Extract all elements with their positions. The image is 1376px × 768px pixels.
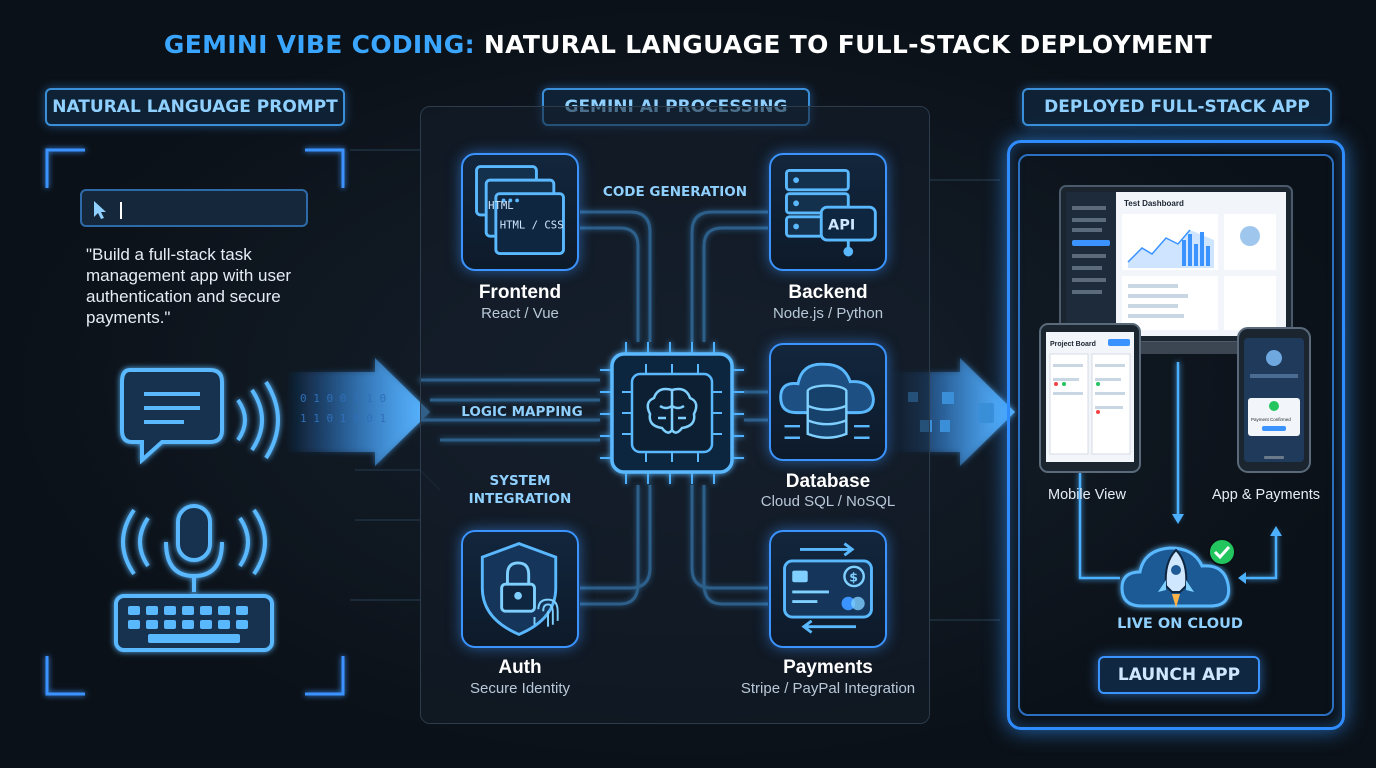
phone-mockup: Payment Confirmed (1237, 327, 1311, 473)
tablet-screen-title: Project Board (1050, 341, 1096, 348)
frontend-tech: React / Vue (481, 305, 559, 322)
page-title: GEMINI VIBE CODING: NATURAL LANGUAGE TO … (0, 30, 1376, 59)
microphone-keyboard-icon (114, 504, 274, 652)
auth-tech: Secure Identity (469, 680, 571, 697)
prompt-panel-frame (45, 148, 345, 696)
backend-label: Backend (788, 282, 868, 303)
chat-voice-icon (120, 368, 280, 465)
backend-tile[interactable]: API (769, 153, 887, 271)
ai-core-chip (600, 342, 744, 484)
phone-screen-text: Payment Confirmed (1251, 417, 1291, 422)
tablet-mockup: Project Board (1039, 323, 1141, 473)
flow-label-code-generation: CODE GENERATION (602, 184, 748, 200)
laptop-screen-title: Test Dashboard (1124, 199, 1184, 208)
flow-label-integration: INTEGRATION (468, 491, 572, 507)
frontend-tile[interactable]: HTML HTML / CSS (461, 153, 579, 271)
cloud-database-icon (779, 362, 875, 439)
auth-tile[interactable] (461, 530, 579, 648)
prompt-text: "Build a full-stack task management app … (86, 245, 292, 327)
flow-label-system: SYSTEM (489, 473, 551, 489)
app-payments-label: App & Payments (1212, 487, 1320, 503)
deployed-app-frame (1007, 140, 1345, 730)
svg-text:1 1 0 1 0 0 1: 1 1 0 1 0 0 1 (300, 412, 386, 425)
frontend-label: Frontend (478, 282, 562, 303)
section-header-deployed: DEPLOYED FULL-STACK APP (1022, 88, 1332, 126)
section-header-prompt: NATURAL LANGUAGE PROMPT (45, 88, 345, 126)
ai-chip-brain-icon (646, 387, 698, 434)
html-css-window-icon: HTML HTML / CSS (475, 165, 565, 255)
shield-lock-fingerprint-icon (480, 542, 559, 636)
backend-tech: Node.js / Python (772, 305, 884, 322)
left-flow-arrow (285, 358, 430, 466)
deployed-app-inner-frame (1018, 154, 1334, 716)
server-api-icon: API (785, 169, 877, 257)
title-main: NATURAL LANGUAGE TO FULL-STACK DEPLOYMEN… (483, 30, 1213, 59)
database-label: Database (785, 471, 871, 492)
svg-text:$: $ (849, 569, 858, 584)
auth-label: Auth (498, 657, 542, 678)
flow-label-logic-mapping: LOGIC MAPPING (461, 404, 583, 420)
svg-text:0 1 0 0 1 1 0: 0 1 0 0 1 1 0 (300, 392, 386, 405)
prompt-input[interactable] (80, 189, 308, 227)
frontend-icon-text: HTML (488, 199, 514, 212)
cursor-icon (94, 201, 122, 219)
payments-tech: Stripe / PayPal Integration (740, 680, 916, 697)
title-accent: GEMINI VIBE CODING: (163, 30, 475, 59)
payments-label: Payments (783, 657, 873, 678)
launch-app-button[interactable]: LAUNCH APP (1098, 656, 1260, 694)
credit-card-icon: $ (783, 542, 873, 634)
laptop-dashboard-mockup: Test Dashboard (1054, 185, 1298, 354)
database-tile[interactable] (769, 343, 887, 461)
flow-label-system-integration: SYSTEM INTEGRATION (460, 472, 580, 508)
live-on-cloud-label: LIVE ON CLOUD (1117, 616, 1243, 632)
mobile-view-label: Mobile View (1048, 487, 1126, 503)
frontend-icon-text-2: HTML / CSS (500, 218, 564, 231)
success-check-icon (1208, 538, 1236, 566)
database-tech: Cloud SQL / NoSQL (760, 493, 896, 510)
backend-icon-text: API (828, 217, 855, 233)
payments-tile[interactable]: $ (769, 530, 887, 648)
cloud-rocket-icon (1120, 538, 1236, 608)
